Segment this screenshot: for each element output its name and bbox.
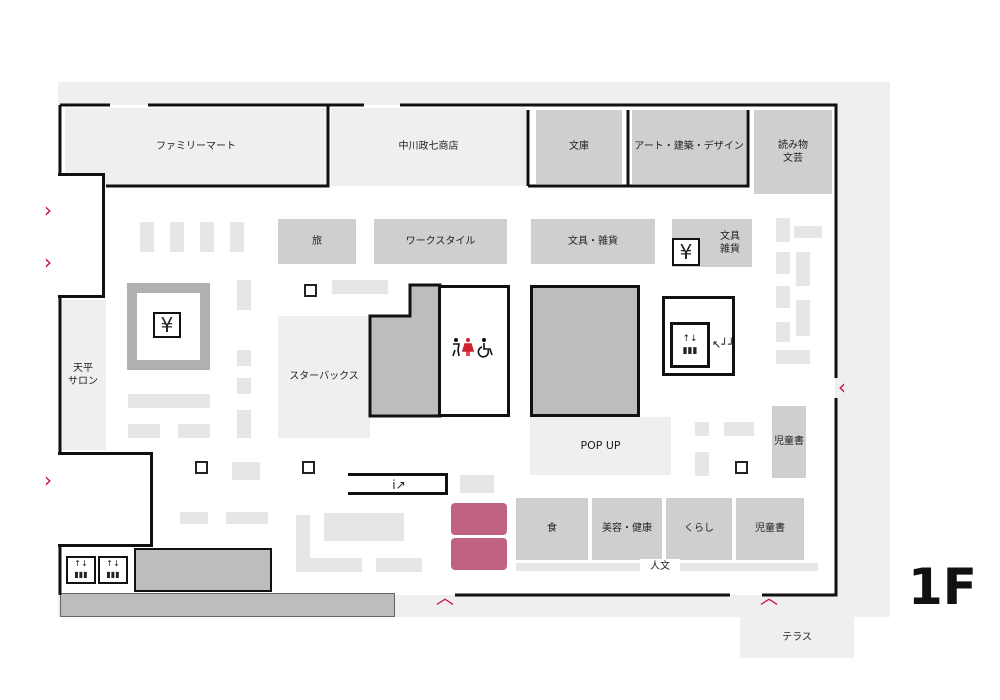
shelf xyxy=(724,422,754,436)
entrance-arrow-bottom-1: ︿ xyxy=(436,588,454,609)
shelf xyxy=(237,280,251,310)
info-icon: i↗ xyxy=(392,477,406,492)
column xyxy=(735,461,748,474)
area-yomimono[interactable]: 読み物 文芸 xyxy=(754,110,832,194)
shelf xyxy=(376,558,422,572)
shelf xyxy=(796,300,810,336)
central-block xyxy=(530,285,640,417)
area-tenpei-salon[interactable]: 天平 サロン xyxy=(60,300,106,450)
area-nakagawa[interactable]: 中川政七商店 xyxy=(331,108,526,186)
shelf xyxy=(232,462,260,480)
entrance-arrow-right: ‹ xyxy=(838,375,846,399)
area-bungu[interactable]: 文具・雑貨 xyxy=(531,219,655,264)
shelf xyxy=(776,286,790,308)
column xyxy=(304,284,317,297)
shelf xyxy=(200,222,214,252)
highlight-area-top xyxy=(451,503,507,535)
shelf xyxy=(128,424,160,438)
shelf xyxy=(170,222,184,252)
area-kurashi[interactable]: くらし xyxy=(666,498,732,560)
highlight-area-bottom xyxy=(451,538,507,570)
entrance-arrow-left-3: › xyxy=(44,468,52,492)
shelf xyxy=(776,218,790,242)
shelf xyxy=(140,222,154,252)
shelf xyxy=(776,252,790,274)
area-tabi[interactable]: 旅 xyxy=(278,219,356,264)
escalator xyxy=(348,473,448,495)
left-room-top xyxy=(58,173,105,298)
entrance-arrow-left-1: › xyxy=(44,198,52,222)
area-jidosho-bottom[interactable]: 児童書 xyxy=(736,498,804,560)
elevator-icon: ↑↓▮▮▮ xyxy=(98,556,128,584)
shelf xyxy=(226,512,268,524)
shelf xyxy=(794,226,822,238)
shelf xyxy=(128,394,210,408)
area-bungu-zakka[interactable]: 文具 雑貨 xyxy=(720,230,740,256)
shelf xyxy=(237,378,251,394)
elevator-icon: ↑↓▮▮▮ xyxy=(670,322,710,368)
floor-label: 1F xyxy=(908,558,977,616)
stairs-icon: ↖┘┘ xyxy=(712,338,735,351)
area-jinbun[interactable]: 人文 xyxy=(640,559,680,575)
area-popup[interactable]: POP UP xyxy=(530,417,671,475)
area-jidosho-right[interactable]: 児童書 xyxy=(772,406,806,478)
area-biyou[interactable]: 美容・健康 xyxy=(592,498,662,560)
shelf xyxy=(296,558,362,572)
area-starbucks[interactable]: スターバックス xyxy=(278,316,370,438)
shelf xyxy=(332,280,388,294)
atm-icon: ¥ xyxy=(153,312,181,338)
shelf xyxy=(695,452,709,476)
shelf xyxy=(237,410,251,438)
area-bunko[interactable]: 文庫 xyxy=(536,110,622,184)
elevator-icon: ↑↓▮▮▮ xyxy=(66,556,96,584)
shelf xyxy=(237,350,251,366)
shelf xyxy=(796,252,810,286)
area-terrace[interactable]: テラス xyxy=(740,617,854,658)
shelf xyxy=(460,475,494,493)
area-shoku[interactable]: 食 xyxy=(516,498,588,560)
entrance-arrow-left-2: › xyxy=(44,250,52,274)
service-block xyxy=(134,548,272,592)
atm-icon: ¥ xyxy=(672,238,700,266)
column xyxy=(302,461,315,474)
column xyxy=(195,461,208,474)
area-art[interactable]: アート・建築・デザイン xyxy=(632,110,746,184)
shelf xyxy=(776,322,790,342)
shelf xyxy=(776,350,810,364)
area-familymart[interactable]: ファミリーマート xyxy=(65,108,327,186)
left-room-bottom xyxy=(58,452,153,547)
shelf xyxy=(230,222,244,252)
entrance-arrow-bottom-2: ︿ xyxy=(760,588,778,609)
area-workstyle[interactable]: ワークスタイル xyxy=(374,219,507,264)
restroom[interactable] xyxy=(438,285,510,417)
shelf xyxy=(324,513,404,541)
service-strip xyxy=(60,593,395,617)
shelf xyxy=(695,422,709,436)
shelf xyxy=(178,424,210,438)
shelf xyxy=(180,512,208,524)
shelf xyxy=(296,515,310,571)
